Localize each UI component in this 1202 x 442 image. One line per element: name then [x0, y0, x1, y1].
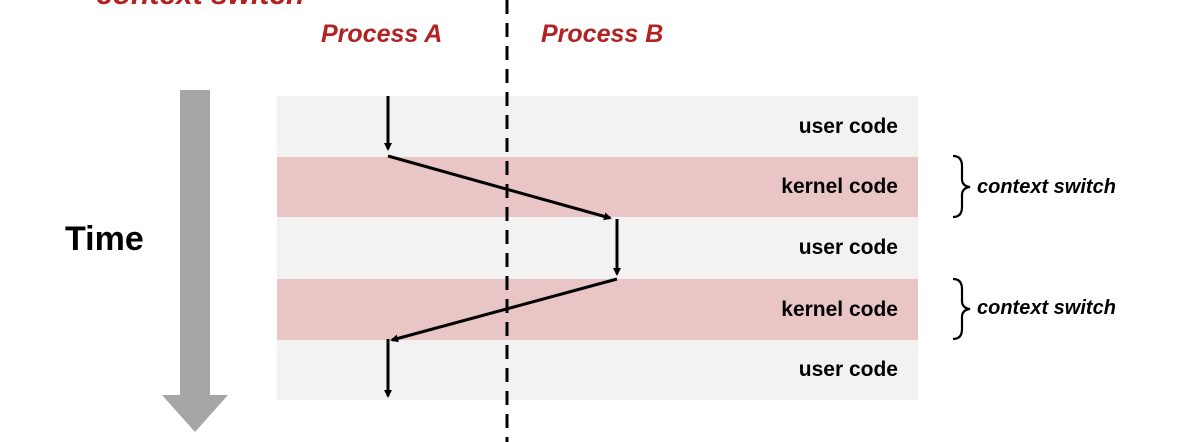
- brace-icon: [952, 154, 971, 219]
- band-user-code-3: user code: [277, 340, 918, 400]
- context-switch-label: context switch: [977, 297, 1116, 319]
- band-label: user code: [798, 236, 898, 259]
- time-label: Time: [65, 220, 144, 258]
- band-user-code-1: user code: [277, 96, 918, 157]
- band-label: user code: [798, 114, 898, 138]
- time-arrow-icon: [162, 90, 228, 432]
- band-kernel-code-2: kernel code: [277, 279, 918, 340]
- slide-title: context switch: [96, 0, 304, 12]
- band-label: kernel code: [781, 297, 898, 321]
- band-label: kernel code: [781, 175, 898, 198]
- process-a-label: Process A: [321, 20, 443, 48]
- band-label: user code: [798, 358, 898, 381]
- context-switch-label: context switch: [977, 176, 1116, 198]
- flow-arrow-switch-1: [387, 154, 612, 221]
- flow-arrow-switch-2: [390, 277, 618, 343]
- band-user-code-2: user code: [277, 217, 918, 279]
- execution-flow: [384, 96, 621, 398]
- band-kernel-code-1: kernel code: [277, 157, 918, 217]
- process-b-label: Process B: [541, 20, 664, 48]
- brace-icon: [952, 277, 971, 341]
